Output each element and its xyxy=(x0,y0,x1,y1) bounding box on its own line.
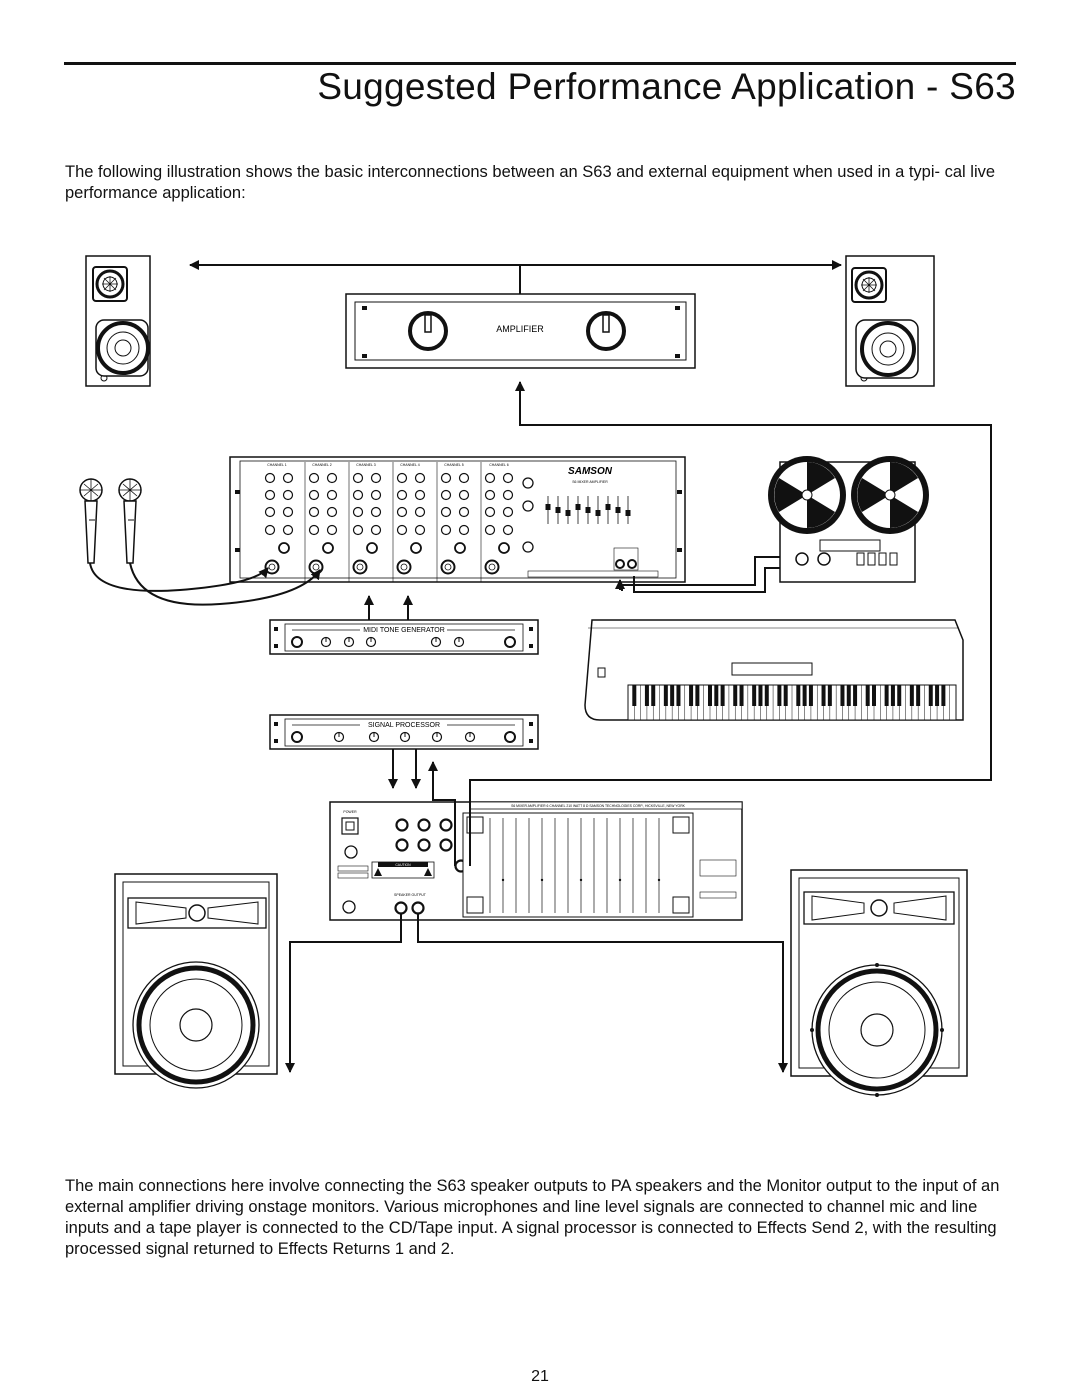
intro-paragraph: The following illustration shows the bas… xyxy=(65,163,996,202)
mixer-channel-label-4: CHANNEL 4 xyxy=(400,463,420,467)
midi-label: MIDI TONE GENERATOR xyxy=(363,627,445,634)
keyboard xyxy=(584,619,964,721)
microphone-right xyxy=(118,478,142,564)
mixer-front-panel: CHANNEL 1 CHANNEL 2 CHANNEL 3 CHANNEL 4 … xyxy=(229,456,686,583)
tape-deck xyxy=(768,456,929,583)
rear-speaker-output-label: SPEAKER OUTPUT xyxy=(394,893,427,897)
mixer-brand: SAMSON xyxy=(568,466,613,477)
mixer-channel-label-6: CHANNEL 6 xyxy=(489,463,509,467)
signal-processor: SIGNAL PROCESSOR xyxy=(269,714,539,750)
pa-speaker-left xyxy=(114,873,278,1089)
pa-speaker-right xyxy=(790,869,968,1097)
page-title: Suggested Performance Application - S63 xyxy=(317,66,1016,107)
connection-lines xyxy=(89,260,992,1073)
midi-tone-generator: MIDI TONE GENERATOR xyxy=(269,619,539,655)
rear-panel-strip: S6 MIXER AMPLIFIER 6 CHANNEL 210 WATT 8 … xyxy=(511,804,686,808)
mixer-channel-label-5: CHANNEL 5 xyxy=(444,463,464,467)
microphone-left xyxy=(79,478,103,564)
rear-power-label: POWER xyxy=(343,810,357,814)
mixer-channel-label-2: CHANNEL 2 xyxy=(312,463,332,467)
outro-paragraph: The main connections here involve connec… xyxy=(65,1177,1000,1258)
mixer-rear-panel: S6 MIXER AMPLIFIER 6 CHANNEL 210 WATT 8 … xyxy=(329,801,743,921)
mixer-channel-label-1: CHANNEL 1 xyxy=(267,463,287,467)
mixer-model: S6 MIXER AMPLIFIER xyxy=(572,480,608,484)
mixer-channel-label-3: CHANNEL 3 xyxy=(356,463,376,467)
rear-caution-label: CAUTION xyxy=(395,863,411,867)
monitor-speaker-left xyxy=(85,255,151,387)
monitor-speaker-right xyxy=(845,255,935,387)
signal-processor-label: SIGNAL PROCESSOR xyxy=(368,722,440,729)
title-rule xyxy=(64,62,1016,65)
amplifier-label: AMPLIFIER xyxy=(496,324,544,334)
page-number: 21 xyxy=(531,1368,549,1385)
external-amplifier: AMPLIFIER xyxy=(345,293,696,369)
